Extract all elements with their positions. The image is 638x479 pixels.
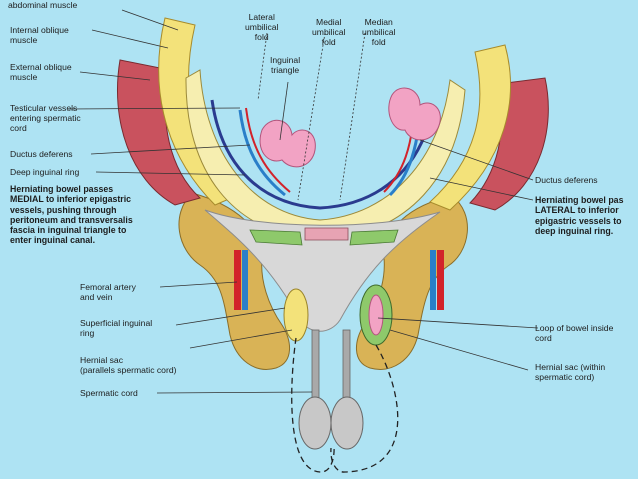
label-hernial-sac-left: Hernial sac (parallels spermatic cord) xyxy=(80,355,177,375)
label-femoral-artery: Femoral artery and vein xyxy=(80,282,136,302)
left-bowel-loop xyxy=(259,120,316,168)
label-testicular-vessels: Testicular vessels entering spermatic co… xyxy=(10,103,81,133)
right-femoral-vein xyxy=(430,250,436,310)
label-spermatic-cord: Spermatic cord xyxy=(80,388,138,398)
right-femoral-artery xyxy=(437,250,444,310)
label-abdominal-muscle: abdominal muscle xyxy=(8,0,78,10)
label-internal-oblique: Internal oblique muscle xyxy=(10,25,69,45)
right-bowel-loop xyxy=(388,87,441,141)
right-testis xyxy=(330,396,364,450)
left-spermatic-cord xyxy=(311,329,320,399)
label-hernial-sac-right: Hernial sac (within spermatic cord) xyxy=(535,362,606,382)
right-bowel-loop-inside-cord xyxy=(368,294,384,336)
label-external-oblique: External oblique muscle xyxy=(10,62,72,82)
left-hernial-sac xyxy=(283,288,309,342)
right-fat-layer xyxy=(429,44,511,211)
label-ductus-deferens-right: Ductus deferens xyxy=(535,175,598,185)
transversalis-fascia xyxy=(185,69,466,241)
leader-lines xyxy=(67,9,539,394)
label-superficial-ring: Superficial inguinal ring xyxy=(80,318,153,338)
label-medial-fold: Medial umbilical fold xyxy=(312,17,346,47)
right-spermatic-cord xyxy=(342,329,351,399)
label-loop-of-bowel: Loop of bowel inside cord xyxy=(535,323,614,343)
label-ductus-deferens-left: Ductus deferens xyxy=(10,149,73,159)
label-lateral-fold: Lateral umbilical fold xyxy=(245,12,279,42)
label-median-fold: Median umbilical fold xyxy=(362,17,396,47)
left-testis xyxy=(298,396,332,450)
left-femoral-artery xyxy=(234,250,241,310)
left-femoral-vein xyxy=(242,250,248,310)
label-inguinal-triangle: Inguinal triangle xyxy=(270,55,301,75)
label-deep-inguinal-ring: Deep inguinal ring xyxy=(10,167,80,177)
label-lateral-hernia-note: Herniating bowel pas LATERAL to inferior… xyxy=(535,195,624,236)
label-medial-hernia-note: Herniating bowel passes MEDIAL to inferi… xyxy=(10,184,133,246)
